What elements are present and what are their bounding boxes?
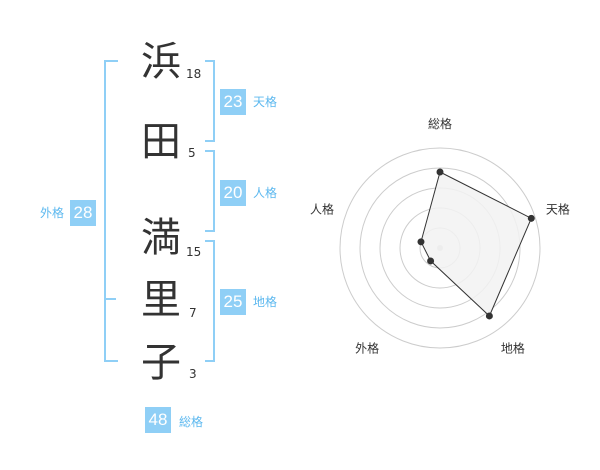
stroke-count-1: 18 xyxy=(186,67,202,81)
radar-axis-label-5: 人格 xyxy=(310,202,334,217)
jinkaku-value: 20 xyxy=(220,180,246,206)
radar-axis-label-2: 天格 xyxy=(546,202,570,217)
stroke-count-4: 7 xyxy=(189,306,197,320)
stroke-count-2: 5 xyxy=(188,146,196,160)
stroke-count-3: 15 xyxy=(186,245,202,259)
chikaku-bracket xyxy=(205,240,215,362)
stroke-count-5: 3 xyxy=(189,367,197,381)
name-char-2: 田 xyxy=(141,119,181,165)
jinkaku-label: 人格 xyxy=(253,186,278,200)
gaikaku-label: 外格 xyxy=(40,206,65,220)
name-char-5: 子 xyxy=(141,340,181,386)
tenkaku-value: 23 xyxy=(220,89,246,115)
gaikaku-bracket-tick-top xyxy=(104,60,116,62)
radar-area xyxy=(420,171,532,317)
chikaku-value: 25 xyxy=(220,289,246,315)
gaikaku-value: 28 xyxy=(70,200,96,226)
chikaku-label: 地格 xyxy=(253,295,278,309)
radar-point-4 xyxy=(427,257,435,265)
radar-axis-label-4: 外格 xyxy=(355,340,379,355)
radar-points xyxy=(417,168,535,320)
radar-point-2 xyxy=(527,214,535,222)
name-char-4: 里 xyxy=(141,277,181,323)
radar-point-3 xyxy=(485,312,493,320)
gaikaku-bracket-tick-mid xyxy=(104,298,116,300)
name-char-1: 浜 xyxy=(141,39,181,85)
soukaku-value: 48 xyxy=(145,407,171,433)
radar-ring-5 xyxy=(339,147,541,349)
soukaku-label: 総格 xyxy=(179,415,204,429)
tenkaku-label: 天格 xyxy=(253,95,278,109)
name-char-3: 満 xyxy=(141,215,181,261)
radar-axis-label-3: 地格 xyxy=(501,340,525,355)
radar-axis-label-1: 総格 xyxy=(428,116,452,131)
radar-ring-4 xyxy=(359,167,521,329)
radar-point-5 xyxy=(417,238,425,246)
tenkaku-bracket xyxy=(205,60,215,142)
gaikaku-bracket xyxy=(104,60,118,362)
radar-point-1 xyxy=(436,168,444,176)
jinkaku-bracket xyxy=(205,150,215,232)
